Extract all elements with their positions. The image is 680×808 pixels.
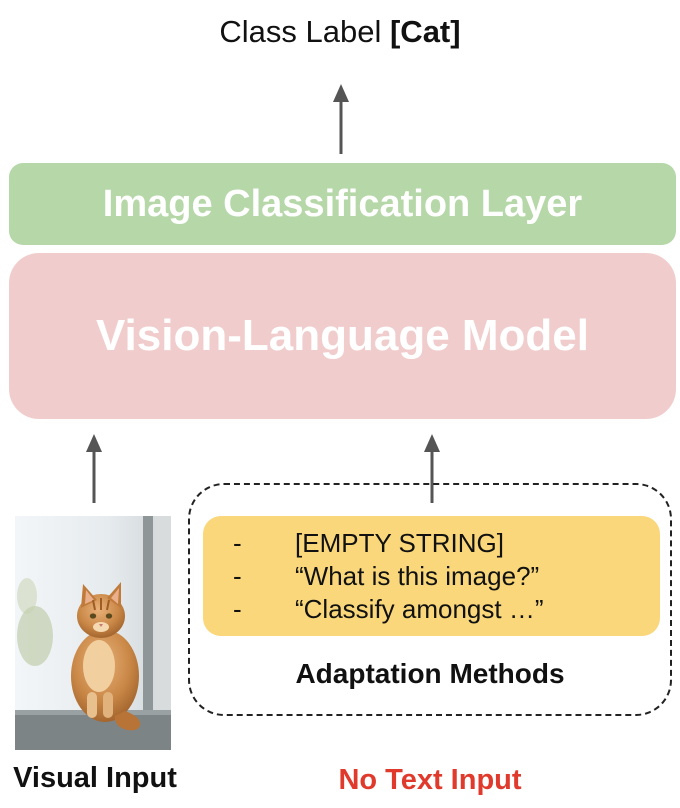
output-label-value: [Cat] [389,14,461,49]
vision-language-model-label: Vision-Language Model [95,311,589,360]
arrow-text-to-vlm [424,434,440,503]
image-classification-layer: Image Classification Layer [9,163,676,245]
image-classification-layer-label: Image Classification Layer [102,182,583,225]
vision-language-model-block: Vision-Language Model [9,253,676,419]
prompt-bullet: - [233,528,242,558]
prompt-options-box: - [EMPTY STRING] - “What is this image?”… [203,516,660,636]
output-label-prefix: Class Label [219,14,390,49]
prompt-text: [EMPTY STRING] [295,528,504,558]
prompt-bullet: - [233,561,242,591]
no-text-input-caption: No Text Input [338,764,522,796]
output-class-label: Class Label [Cat] [0,14,680,50]
visual-input-caption: Visual Input [13,762,177,794]
cat-photo-image [15,516,171,750]
prompt-bullet: - [233,594,242,624]
arrow-to-output [333,84,349,154]
arrow-visual-to-vlm [86,434,102,503]
adaptation-methods-container [188,483,672,716]
adaptation-methods-label: Adaptation Methods [295,658,565,689]
cat-photo-icon [15,516,171,750]
prompt-text: “Classify amongst …” [295,594,544,624]
prompt-text: “What is this image?” [295,561,540,591]
